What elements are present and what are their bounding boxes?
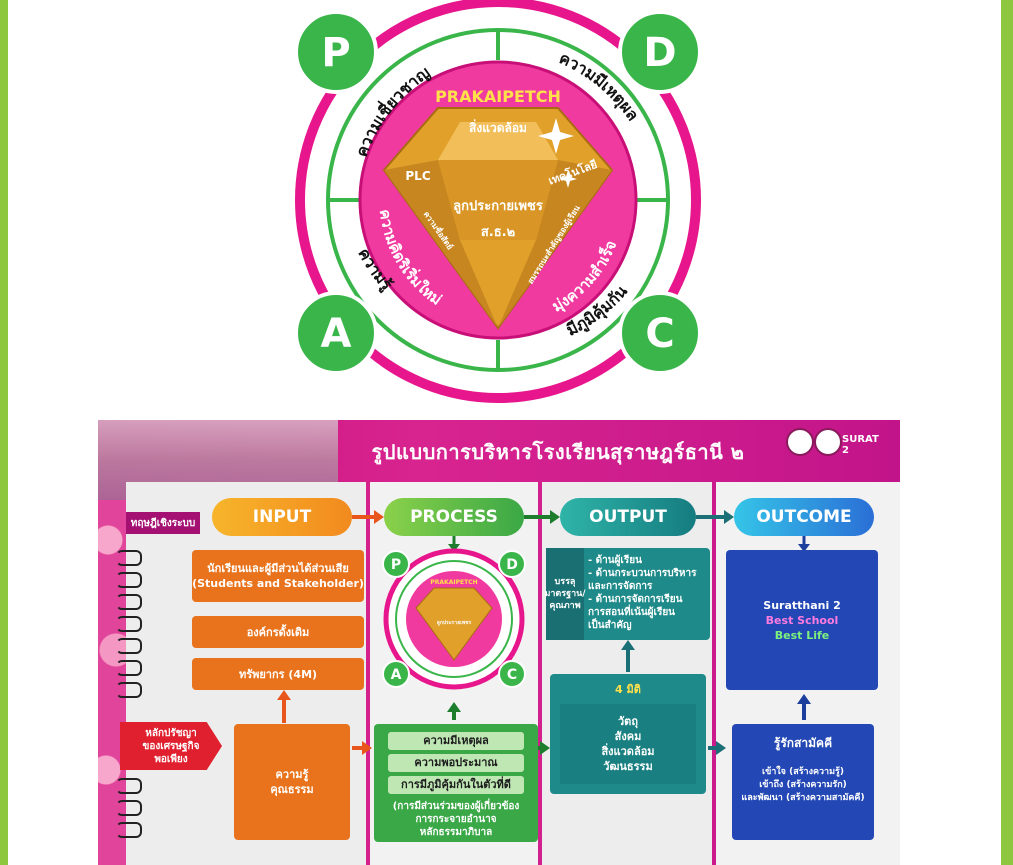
outcome-box-unity: รู้รักสามัคคี เข้าใจ (สร้างความรู้) เข้า… [732, 724, 874, 840]
outcome-line2: Best School [765, 613, 839, 627]
diamond-center-sublabel: ส.ธ.๒ [481, 225, 515, 240]
outcome-box-vision: Suratthani 2 Best School Best Life [726, 550, 878, 690]
outcome-line1: Suratthani 2 [763, 598, 841, 612]
input-box-knowledge: ความรู้ คุณธรรม [234, 724, 350, 840]
header-outcome: OUTCOME [734, 498, 874, 536]
mini-pdca-diagram: P D A C PRAKAIPETCH ลูกประกายเพชร [382, 548, 526, 690]
flow-arrows [277, 510, 811, 755]
header-output: OUTPUT [560, 498, 696, 536]
spiral-ring [116, 800, 142, 816]
outcome-line3: Best Life [774, 628, 830, 642]
diamond-left-facet [384, 160, 498, 328]
philosophy-tag: หลักปรัชญา ของเศรษฐกิจ พอเพียง [120, 722, 222, 770]
management-board: รูปแบบการบริหารโรงเรียนสุราษฎร์ธานี ๒ SU… [98, 420, 900, 865]
mini-letter-d: D [506, 557, 518, 573]
letter-a: A [321, 311, 352, 357]
theory-tag: ทฤษฎีเชิงระบบ [126, 512, 200, 534]
circle-p [294, 10, 378, 94]
pdca-diagram: PRAKAIPETCH สิ่งแวดล้อม PLC เทคโนโลยี ลู… [294, 0, 702, 403]
process-box-sufficiency: ความมีเหตุผล ความพอประมาณ การมีภูมิคุ้มก… [374, 724, 538, 842]
sparkle-icon-small [559, 170, 577, 188]
spiral-ring [116, 550, 142, 566]
diamond-center-facet [438, 160, 558, 240]
logos: SURAT 2 [786, 428, 886, 456]
input-box-resources: ทรัพยากร (4M) [192, 658, 364, 690]
process-note: (การมีส่วนร่วมของผู้เกี่ยวข้อง การกระจาย… [392, 801, 520, 838]
sparkle-icon [538, 118, 574, 154]
output-box-standards: บรรลุ มาตรฐาน/ คุณภาพ - ด้านผู้เรียน - ด… [544, 548, 710, 640]
diamond-right-facet [498, 160, 612, 328]
spiral-ring [116, 638, 142, 654]
diamond-left-label: PLC [405, 169, 430, 183]
mini-center-label: ลูกประกายเพชร [437, 619, 472, 627]
outcome-unity-items: เข้าใจ (สร้างความรู้) เข้าถึง (สร้างความ… [741, 767, 865, 803]
mini-letter-c: C [507, 667, 517, 683]
output-dims-list: วัตถุ สังคม สิ่งแวดล้อม วัฒนธรรม [560, 704, 696, 784]
letter-p: P [321, 30, 350, 76]
spiral-ring [116, 594, 142, 610]
circle-a [294, 291, 378, 375]
board-title: รูปแบบการบริหารโรงเรียนสุราษฎร์ธานี ๒ [371, 440, 745, 464]
page: PRAKAIPETCH สิ่งแวดล้อม PLC เทคโนโลยี ลู… [8, 0, 1001, 865]
mini-letter-p: P [391, 557, 401, 573]
school-logo-icon [786, 428, 814, 456]
output-box-dimensions: 4 มิติ วัตถุ สังคม สิ่งแวดล้อม วัฒนธรรม [550, 674, 706, 794]
globe-logo-icon [814, 428, 842, 456]
spiral-ring [116, 778, 142, 794]
letter-c: C [645, 311, 674, 357]
process-pill-moderation: ความพอประมาณ [388, 754, 524, 772]
outcome-unity-title: รู้รักสามัคคี [773, 736, 833, 750]
output-items: - ด้านผู้เรียน - ด้านกระบวนการบริหาร และ… [588, 555, 697, 631]
panel-output [542, 482, 712, 865]
diamond-top-facet [438, 122, 558, 160]
input-box-stakeholders: นักเรียนและผู้มีส่วนได้ส่วนเสีย (Student… [192, 550, 364, 602]
spiral-ring [116, 572, 142, 588]
brand-label: PRAKAIPETCH [435, 87, 561, 106]
spiral-ring [116, 822, 142, 838]
circle-d [618, 10, 702, 94]
mini-letter-a: A [391, 667, 402, 683]
header-input: INPUT [212, 498, 352, 536]
mini-brand-label: PRAKAIPETCH [430, 579, 477, 586]
diamond-top-label: สิ่งแวดล้อม [469, 119, 527, 135]
diamond-center-label: ลูกประกายเพชร [453, 199, 543, 214]
logo-text: SURAT 2 [842, 434, 879, 456]
spiral-ring [116, 660, 142, 676]
output-dim-title: 4 มิติ [615, 683, 641, 696]
spiral-ring [116, 682, 142, 698]
output-side-label: บรรลุ มาตรฐาน/ คุณภาพ [544, 548, 586, 640]
circle-c [618, 291, 702, 375]
inner-disc-border [358, 60, 638, 340]
letter-d: D [643, 30, 676, 76]
spiral-ring [116, 616, 142, 632]
process-pill-reasonableness: ความมีเหตุผล [388, 732, 524, 750]
process-pill-immunity: การมีภูมิคุ้มกันในตัวที่ดี [388, 776, 524, 794]
header-process: PROCESS [384, 498, 524, 536]
input-box-organization: องค์กรดั้งเดิม [192, 616, 364, 648]
